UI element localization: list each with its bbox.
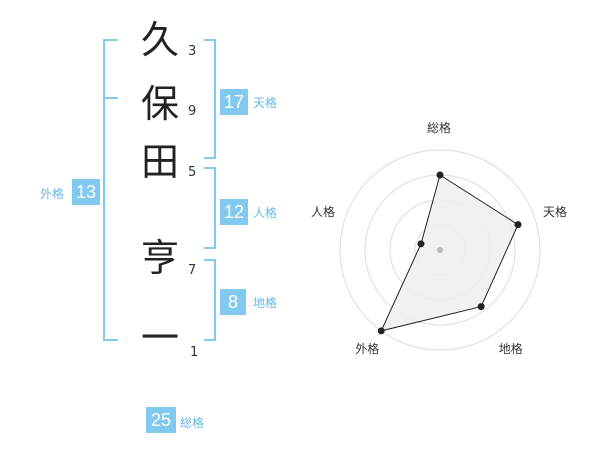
- stroke-count-1: 3: [188, 44, 197, 59]
- radar-area: [380, 174, 519, 332]
- chikaku-label: 地格: [253, 296, 278, 310]
- stroke-count-3: 5: [188, 165, 197, 180]
- radar-axis-label-chikaku: 地格: [498, 341, 523, 356]
- gaikaku-badge: 13: [72, 179, 100, 205]
- soukaku-badge: 25: [146, 407, 176, 433]
- radar-axis-label-gaikaku: 外格: [355, 341, 380, 356]
- radar-point: [417, 240, 425, 248]
- radar-center-dot: [437, 247, 443, 253]
- chikaku-badge: 8: [220, 289, 246, 315]
- radar-points: [377, 171, 522, 335]
- jinkaku-badge: 12: [220, 199, 248, 225]
- name-char-2: 保: [140, 82, 179, 126]
- name-char-1: 久: [140, 18, 179, 62]
- name-char-5: 一: [140, 316, 179, 360]
- soukaku-label: 総格: [180, 416, 205, 430]
- jinkaku-label: 人格: [253, 206, 278, 220]
- gaikaku-label: 外格: [40, 187, 65, 201]
- radar-point: [477, 303, 485, 311]
- name-char-3: 田: [140, 140, 179, 184]
- tenkaku-label: 天格: [253, 96, 278, 110]
- radar-point: [377, 327, 385, 335]
- radar-ring: [339, 149, 541, 351]
- radar-point: [436, 171, 444, 179]
- radar-axis-label-tenkaku: 天格: [543, 205, 568, 220]
- stroke-count-2: 9: [188, 104, 197, 119]
- stroke-count-4: 7: [188, 263, 197, 278]
- radar-axis-label-jinkaku: 人格: [310, 205, 335, 220]
- stroke-count-5: 1: [190, 345, 199, 360]
- tenkaku-badge: 17: [220, 89, 248, 115]
- name-char-4: 亨: [140, 236, 179, 280]
- radar-point: [514, 221, 522, 229]
- radar-axis-label-soukaku: 総格: [427, 121, 452, 135]
